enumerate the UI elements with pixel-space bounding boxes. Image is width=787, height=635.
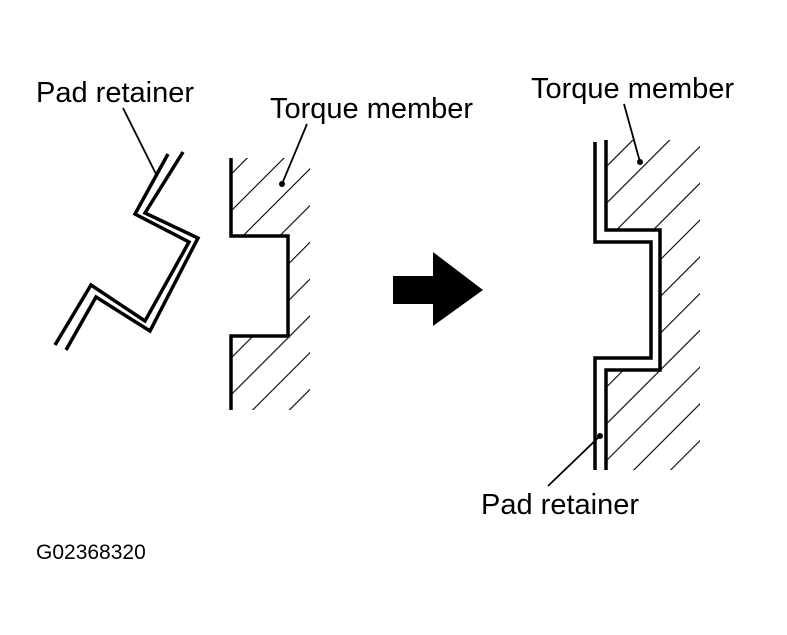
left-torque-member [229,158,310,410]
left-torque-member-label: Torque member [270,93,473,125]
left-pad-retainer-label: Pad retainer [36,77,194,109]
right-pad-retainer [593,142,653,470]
leader-dots [279,159,643,439]
right-torque-member-label: Torque member [531,73,734,105]
arrow-right-icon [393,252,483,326]
right-pad-retainer-label: Pad retainer [481,489,639,521]
left-torque-member-edge [229,158,290,410]
right-torque-member-leader-dot [637,159,643,165]
right-torque-member-edge [604,140,662,470]
right-torque-member-leader [623,103,641,163]
figure-code: G02368320 [36,541,146,564]
leader-lines [122,103,641,487]
left-torque-member-leader-dot [279,181,285,187]
left-pad-retainer [53,151,201,351]
left-torque-member-leader [281,123,308,185]
right-pad-retainer-leader-dot [597,433,603,439]
left-pad-retainer-leader [122,107,158,177]
right-torque-member [604,140,700,470]
right-pad-retainer-leader [547,435,601,487]
